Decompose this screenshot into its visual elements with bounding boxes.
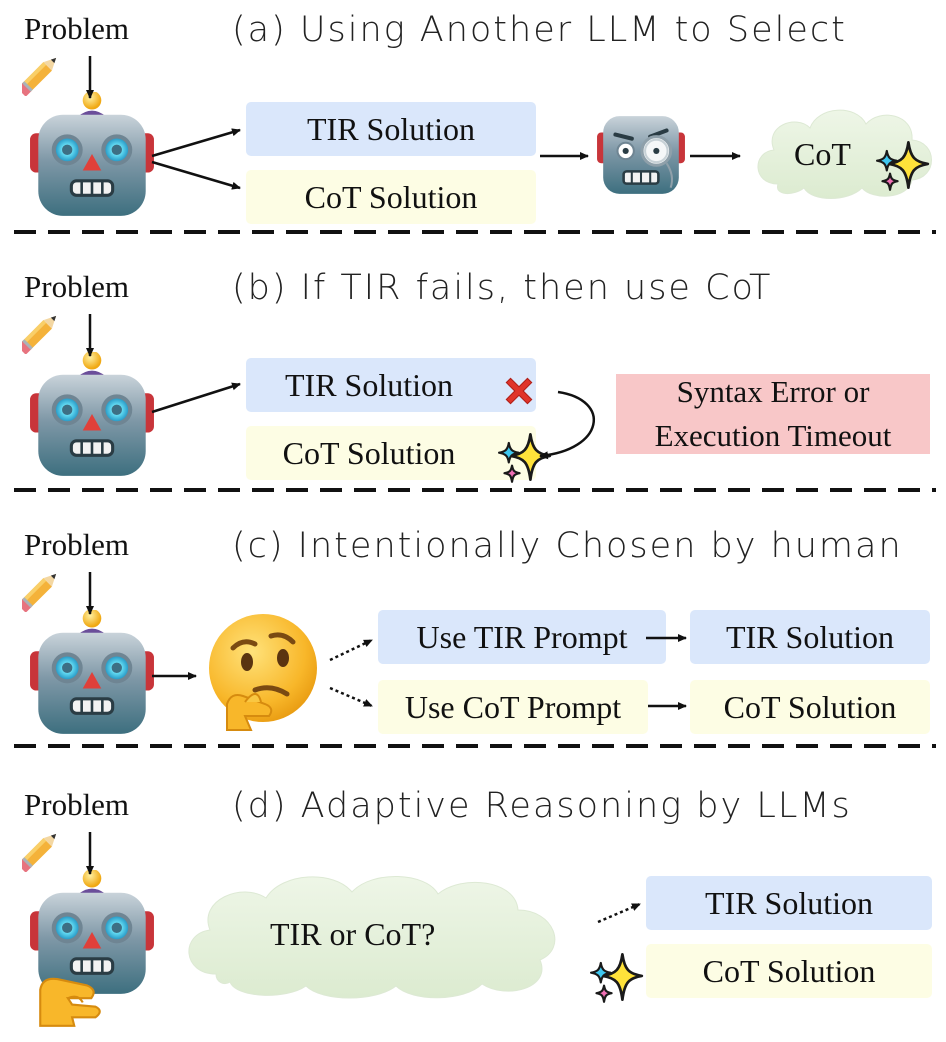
cot-solution-label-b: CoT Solution <box>282 434 456 471</box>
arrow-to-tir-a <box>151 128 241 158</box>
arrow-to-tir-b <box>151 382 241 414</box>
tir-solution-label-b: TIR Solution <box>284 366 453 403</box>
tir-solution-box-d: TIR Solution <box>646 876 932 930</box>
cot-solution-box-c: CoT Solution <box>690 680 930 734</box>
tir-solution-box-a: TIR Solution <box>246 102 536 156</box>
panel-title-b: (b) If TIR fails, then use CoT <box>232 268 773 308</box>
thought-cloud <box>188 876 556 999</box>
error-text-line1: Syntax Error or <box>676 374 870 409</box>
dotted-arrow-tir-d <box>597 902 641 924</box>
fallback-arrow <box>539 390 595 460</box>
problem-label-b: Problem <box>24 269 130 304</box>
cot-prompt-box: Use CoT Prompt <box>378 680 648 734</box>
cot-solution-box-b: CoT Solution <box>246 426 536 480</box>
cot-solution-box-d: CoT Solution <box>646 944 932 998</box>
panel-title-c: (c) Intentionally Chosen by human <box>232 526 903 566</box>
problem-label-d: Problem <box>24 787 130 822</box>
panel-title-d: (d) Adaptive Reasoning by LLMs <box>232 786 852 826</box>
problem-label-a: Problem <box>24 11 130 46</box>
thought-text: TIR or CoT? <box>270 916 436 952</box>
error-box: Syntax Error or Execution Timeout <box>616 374 930 454</box>
panel-title-a: (a) Using Another LLM to Select <box>232 10 847 50</box>
tir-solution-box-b: TIR Solution <box>246 358 536 412</box>
cot-solution-box-a: CoT Solution <box>246 170 536 224</box>
problem-label-c: Problem <box>24 527 130 562</box>
cot-result-label-a: CoT <box>794 136 851 172</box>
result-cloud-a <box>757 109 932 199</box>
error-text-line2: Execution Timeout <box>654 418 892 453</box>
tir-solution-box-c: TIR Solution <box>690 610 930 664</box>
tir-prompt-box: Use TIR Prompt <box>378 610 666 664</box>
arrow-to-cot-a <box>151 160 241 190</box>
dotted-arrow-tir <box>329 638 373 662</box>
dotted-arrow-cot <box>329 686 373 708</box>
